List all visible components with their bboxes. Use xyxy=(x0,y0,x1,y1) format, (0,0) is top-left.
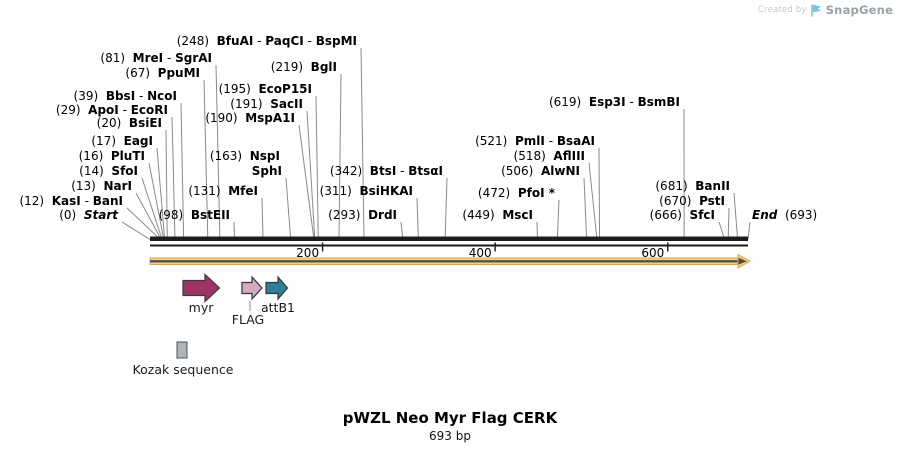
enzyme-leader-line xyxy=(588,162,598,240)
enzyme-leader-line xyxy=(360,47,365,240)
enzyme-label-PmlIBsaAI[interactable]: (521) PmlI - BsaAI xyxy=(475,134,595,148)
enzyme-label-SphI[interactable]: SphI xyxy=(252,164,282,178)
enzyme-leader-line xyxy=(747,221,751,240)
enzyme-label-EcoP15I[interactable]: (195) EcoP15I xyxy=(219,82,312,96)
enzyme-leader-line xyxy=(261,197,264,240)
enzyme-leader-line xyxy=(171,116,176,240)
enzyme-label-MfeI[interactable]: (131) MfeI xyxy=(188,184,258,198)
enzyme-label-BtsIBtsαI[interactable]: (342) BtsI - BtsαI xyxy=(330,164,443,178)
enzyme-label-EagI[interactable]: (17) EagI xyxy=(91,134,153,148)
ruler-tick-200 xyxy=(321,242,324,252)
enzyme-label-MspA1I[interactable]: (190) MspA1I xyxy=(205,111,295,125)
feature-arrow-myr[interactable] xyxy=(182,273,221,303)
backbone-arrow-core xyxy=(150,260,739,263)
ruler-tick-600 xyxy=(667,242,669,252)
enzyme-leader-line xyxy=(298,124,315,240)
enzyme-label-NspI[interactable]: (163) NspI xyxy=(210,149,280,163)
enzyme-label-Start[interactable]: (0) Start xyxy=(59,208,119,222)
enzyme-leader-line xyxy=(338,73,342,240)
enzyme-label-Esp3IBsmBI[interactable]: (619) Esp3I - BsmBI xyxy=(549,95,680,109)
enzyme-label-SacII[interactable]: (191) SacII xyxy=(230,97,303,111)
enzyme-leader-line xyxy=(156,147,166,240)
watermark-brand: SnapGene xyxy=(825,3,893,17)
sequence-bar-bottom-strand[interactable] xyxy=(150,244,748,247)
feature-box-kozak[interactable] xyxy=(176,341,188,359)
enzyme-label-PluTI[interactable]: (16) PluTI xyxy=(79,149,145,163)
enzyme-label-MscI[interactable]: (449) MscI xyxy=(462,208,533,222)
enzyme-leader-line xyxy=(556,199,560,240)
enzyme-leader-line xyxy=(306,110,316,240)
enzyme-leader-line xyxy=(727,207,730,240)
enzyme-leader-line xyxy=(165,129,168,240)
enzyme-leader-line xyxy=(135,192,162,240)
enzyme-label-SfcI[interactable]: (666) SfcI xyxy=(650,208,715,222)
enzyme-leader-line xyxy=(733,192,739,240)
enzyme-label-AflIII[interactable]: (518) AflIII xyxy=(514,149,585,163)
enzyme-label-PfoI[interactable]: (472) PfoI * xyxy=(478,186,556,200)
enzyme-label-SfoI[interactable]: (14) SfoI xyxy=(79,164,138,178)
enzyme-label-BglI[interactable]: (219) BglI xyxy=(271,60,337,74)
enzyme-label-PpuMI[interactable]: (67) PpuMI xyxy=(125,66,200,80)
enzyme-label-BbsINcoI[interactable]: (39) BbsI - NcoI xyxy=(74,89,177,103)
ruler-tick-400 xyxy=(494,242,496,252)
feature-label-FLAG[interactable]: FLAG xyxy=(232,312,264,327)
feature-label-myr[interactable]: myr xyxy=(189,300,215,315)
enzyme-leader-line xyxy=(180,102,185,240)
enzyme-label-BanII[interactable]: (681) BanII xyxy=(655,179,730,193)
map-title: pWZL Neo Myr Flag CERK xyxy=(342,409,558,427)
ruler-number-200: 200 xyxy=(296,246,319,260)
enzyme-leader-line xyxy=(315,95,319,240)
feature-label-kozak[interactable]: Kozak sequence xyxy=(133,362,234,377)
enzyme-leader-line xyxy=(203,79,209,240)
enzyme-label-NarI[interactable]: (13) NarI xyxy=(71,179,132,193)
feature-arrow-attB1[interactable] xyxy=(265,275,289,301)
enzyme-leader-line xyxy=(444,177,448,240)
watermark-created-by: Created by xyxy=(757,5,807,15)
ruler-number-400: 400 xyxy=(469,246,492,260)
enzyme-label-BfuAIPaqCIBspMI[interactable]: (248) BfuAI - PaqCI - BspMI xyxy=(177,34,357,48)
watermark: Created by SnapGene xyxy=(758,3,893,17)
enzyme-label-BstEII[interactable]: (98) BstEII xyxy=(159,208,230,222)
enzyme-leader-line xyxy=(148,162,165,240)
enzyme-label-KasIBanI[interactable]: (12) KasI - BanI xyxy=(19,194,123,208)
enzyme-label-End[interactable]: End (693) xyxy=(752,208,817,222)
enzyme-leader-line xyxy=(583,177,588,240)
enzyme-leader-line xyxy=(416,197,419,240)
enzyme-label-AlwNI[interactable]: (506) AlwNI xyxy=(501,164,580,178)
enzyme-label-BsiEI[interactable]: (20) BsiEI xyxy=(97,116,162,130)
enzyme-leader-line xyxy=(598,147,601,240)
feature-label-attB1[interactable]: attB1 xyxy=(261,300,295,315)
enzyme-label-PstI[interactable]: (670) PstI xyxy=(659,194,725,208)
enzyme-leader-line xyxy=(121,221,151,240)
enzyme-label-DrdI[interactable]: (293) DrdI xyxy=(328,208,397,222)
enzyme-leader-line xyxy=(141,177,163,240)
sequence-bar[interactable] xyxy=(150,236,748,242)
feature-arrow-FLAG[interactable] xyxy=(241,275,263,301)
title-block: pWZL Neo Myr Flag CERK 693 bp xyxy=(0,409,900,443)
enzyme-leader-line xyxy=(215,64,221,240)
enzyme-label-ApoIEcoRI[interactable]: (29) ApoI - EcoRI xyxy=(56,103,168,117)
enzyme-label-MreISgrAI[interactable]: (81) MreI - SgrAI xyxy=(100,51,212,65)
enzyme-leader-line xyxy=(285,177,292,240)
ruler-number-600: 600 xyxy=(641,246,664,260)
enzyme-label-BsiHKAI[interactable]: (311) BsiHKAI xyxy=(320,184,413,198)
map-length: 693 bp xyxy=(429,429,471,443)
backbone-arrowhead-core xyxy=(738,257,747,265)
enzyme-leader-line xyxy=(126,207,161,240)
snapgene-flag-icon xyxy=(810,4,821,16)
